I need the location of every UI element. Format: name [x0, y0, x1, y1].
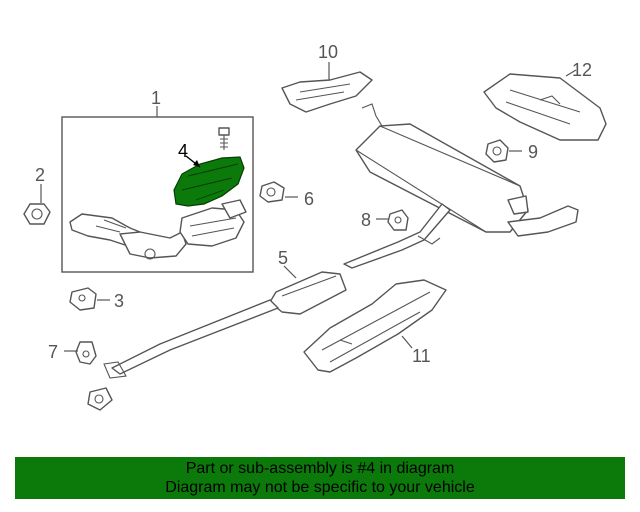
bolt: [218, 127, 230, 150]
heat-shield-part-10: [281, 62, 373, 113]
callout-2: 2: [35, 165, 45, 185]
callout-11: 11: [412, 346, 431, 366]
rear-muffler: [355, 103, 579, 237]
heat-shield-part-12: [483, 69, 607, 141]
gasket-part-6: [259, 181, 298, 203]
center-pipe-part-5: [87, 203, 451, 411]
callout-4: 4: [178, 141, 188, 161]
callout-6: 6: [304, 189, 314, 209]
callout-8: 8: [361, 210, 371, 230]
hanger-part-7: [64, 341, 97, 365]
rubber-hanger-part-8: [376, 209, 409, 231]
gasket-part-2: [23, 184, 51, 225]
info-banner: Part or sub-assembly is #4 in diagram Di…: [15, 457, 625, 499]
exhaust-parts-diagram: 1 2 3 4 5 6 7 8 9 10 11 12: [23, 42, 607, 411]
rubber-hanger-part-9: [485, 139, 522, 163]
callout-3: 3: [114, 291, 124, 311]
banner-line-2: Diagram may not be specific to your vehi…: [165, 479, 475, 496]
catalytic-converter: [69, 199, 247, 260]
banner-line-1: Part or sub-assembly is #4 in diagram: [185, 460, 455, 477]
callout-7: 7: [48, 342, 58, 362]
heat-shield-part-11: [303, 279, 447, 373]
heat-shield-part-4: [173, 156, 245, 207]
callout-12: 12: [572, 60, 592, 80]
callout-1: 1: [151, 88, 161, 108]
bracket-part-3: [69, 287, 110, 311]
callout-9: 9: [528, 142, 538, 162]
callout-10: 10: [318, 42, 338, 62]
callout-5: 5: [278, 248, 288, 268]
